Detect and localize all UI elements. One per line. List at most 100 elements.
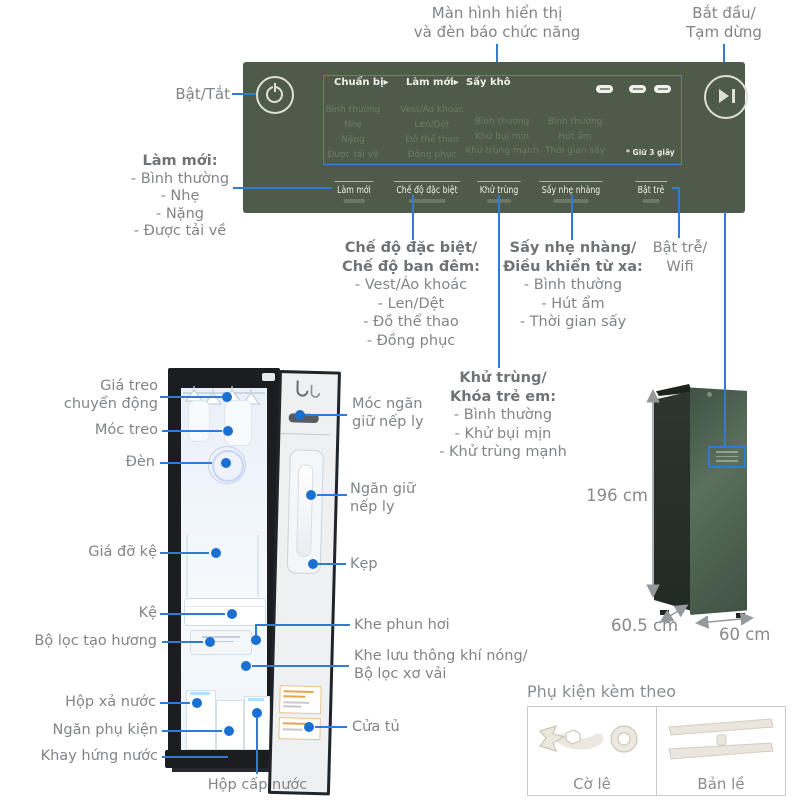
garment-silhouette (224, 400, 252, 446)
connector-display (496, 44, 498, 62)
note-item: - Bình thường (453, 407, 553, 423)
start-pause-line2: Tạm dừng (686, 23, 762, 41)
callout-line (160, 462, 212, 464)
connector-power (232, 93, 256, 95)
cabinet-top-frame (168, 368, 280, 390)
callout-dot-moc-treo (223, 426, 233, 436)
callout-line (162, 641, 203, 643)
dimension-depth: 60.5 cm (611, 616, 679, 635)
cabinet-top-detail (262, 373, 275, 381)
label-moc-treo: Móc treo (94, 422, 158, 438)
display-area-outline (323, 75, 682, 165)
callout-line (162, 756, 228, 758)
status-dry: Sấy khô (466, 77, 511, 88)
callout-line (160, 396, 222, 398)
callout-dot-moc-ngan (295, 410, 305, 420)
control-panel: Chuẩn bị▸ Làm mới▸ Sấy khô Bình thường N… (243, 62, 748, 213)
button-che-do-dac-biet: Chế độ đặc biệt (393, 181, 461, 203)
label-moc-ngan: Móc ngăn giữ nếp ly (352, 396, 424, 430)
mode-column-special: Vest/Áo khoác Len/Dệt Đồ thể thao Đồng p… (400, 105, 464, 160)
label-cua-tu: Cửa tủ (352, 719, 400, 735)
note-item: - Vest/Áo khoác (354, 277, 468, 293)
shelf (184, 598, 266, 626)
cabinet-left-frame (168, 388, 181, 752)
product-panel-highlight (708, 446, 746, 468)
note-say-nhe-nhang: Sấy nhẹ nhàng/ Điều khiển từ xa: - Bình … (488, 239, 658, 332)
start-pause-line1: Bắt đầu/ (692, 4, 756, 22)
callout-dot-den (221, 458, 231, 468)
note-che-do-dac-biet: Chế độ đặc biệt/ Chế độ ban đêm: - Vest/… (326, 239, 496, 350)
accessory-drawer (216, 700, 244, 750)
cabinet-base (165, 750, 283, 768)
callout-dot-cua-tu (304, 722, 314, 732)
water-tray-strip (172, 768, 276, 772)
power-button (256, 76, 294, 114)
hinge-image (668, 718, 774, 760)
mode-column-sanitize: Bình thường Khử bụi mịn Khử trùng mạnh (465, 117, 539, 156)
callout-dot-gia-do-ke (211, 548, 221, 558)
label-den: Đèn (125, 454, 155, 470)
callout-dot-bo-loc (205, 637, 215, 647)
callout-dot-khe-phun-hoi (251, 635, 261, 645)
connector-che-do (412, 195, 414, 240)
callout-dot-ngan-giu (306, 490, 316, 500)
pants-press (286, 449, 324, 575)
callout-line (315, 726, 347, 728)
callout-dot-hop-xa (192, 698, 202, 708)
note-item: - Thời gian sấy (519, 314, 627, 330)
hold-3s-note: * Giữ 3 giây (626, 148, 675, 157)
callout-line (162, 730, 222, 732)
label-ke: Kệ (138, 605, 157, 621)
label-khe-luu-thong: Khe lưu thông khí nóng/ Bộ lọc xơ vải (354, 648, 528, 682)
note-khu-trung: Khử trùng/ Khóa trẻ em: - Bình thường - … (423, 369, 583, 462)
power-note: Bật/Tắt (175, 85, 230, 103)
note-item: - Khử trùng mạnh (439, 444, 567, 460)
lg-logo-hint (707, 392, 712, 397)
shelf-rail-left (186, 535, 188, 597)
product-side-panel (654, 391, 692, 611)
indicator-pill-1 (596, 85, 613, 93)
status-refresh: Làm mới▸ (406, 77, 459, 88)
indicator-pill-3 (654, 85, 671, 93)
callout-dot-kep (308, 559, 318, 569)
accessories-box: Cờ lê Bản lề (527, 706, 786, 796)
note-item: - Được tải về (133, 223, 227, 239)
accessory-cell-hinge: Bản lề (656, 707, 785, 795)
connector-khu-trung (498, 195, 500, 368)
label-ngan-giu: Ngăn giữ nếp ly (350, 481, 416, 515)
mode-column-refresh: Bình thường Nhẹ Nặng Được tải về (325, 105, 381, 160)
wrench-image (538, 725, 638, 753)
callout-line (318, 563, 346, 565)
display-note-line2: và đèn báo chức năng (413, 23, 581, 41)
label-kep: Kẹp (350, 556, 378, 572)
callout-line (255, 624, 350, 626)
note-item: - Nặng (156, 205, 204, 222)
button-lam-moi: Làm mới (334, 181, 374, 203)
label-khe-phun-hoi: Khe phun hơi (354, 617, 450, 633)
note-item: - Bình thường (130, 170, 230, 187)
callout-dot-khe-luu-thong (241, 661, 251, 671)
door-divider (280, 433, 331, 436)
callout-line (317, 494, 347, 496)
note-lam-moi: Làm mới: - Bình thường - Nhẹ - Nặng - Đư… (95, 153, 265, 241)
callout-line (252, 665, 349, 667)
note-item: - Bình thường (523, 277, 623, 293)
product-front-door (690, 387, 747, 615)
display-note: Màn hình hiển thị và đèn báo chức năng (407, 4, 587, 42)
dimension-height: 196 cm (586, 486, 648, 505)
callout-line (256, 718, 258, 774)
connector-bat-tre-v (678, 187, 680, 238)
start-pause-button (704, 75, 748, 119)
accessory-cell-wrench: Cờ lê (528, 707, 656, 795)
door-hooks-graphic (296, 380, 321, 398)
callout-line (160, 702, 190, 704)
start-pause-note: Bắt đầu/ Tạm dừng (664, 4, 784, 42)
label-hop-cap-nuoc: Hộp cấp nước (207, 777, 308, 793)
shelf-rail-right (257, 535, 259, 597)
label-bo-loc-tao-huong: Bộ lọc tạo hương (34, 633, 157, 649)
note-item: - Nhẹ (160, 188, 200, 204)
note-item: - Đồ thể thao (363, 314, 459, 330)
water-box-highlight (248, 698, 264, 701)
open-door (267, 370, 341, 796)
